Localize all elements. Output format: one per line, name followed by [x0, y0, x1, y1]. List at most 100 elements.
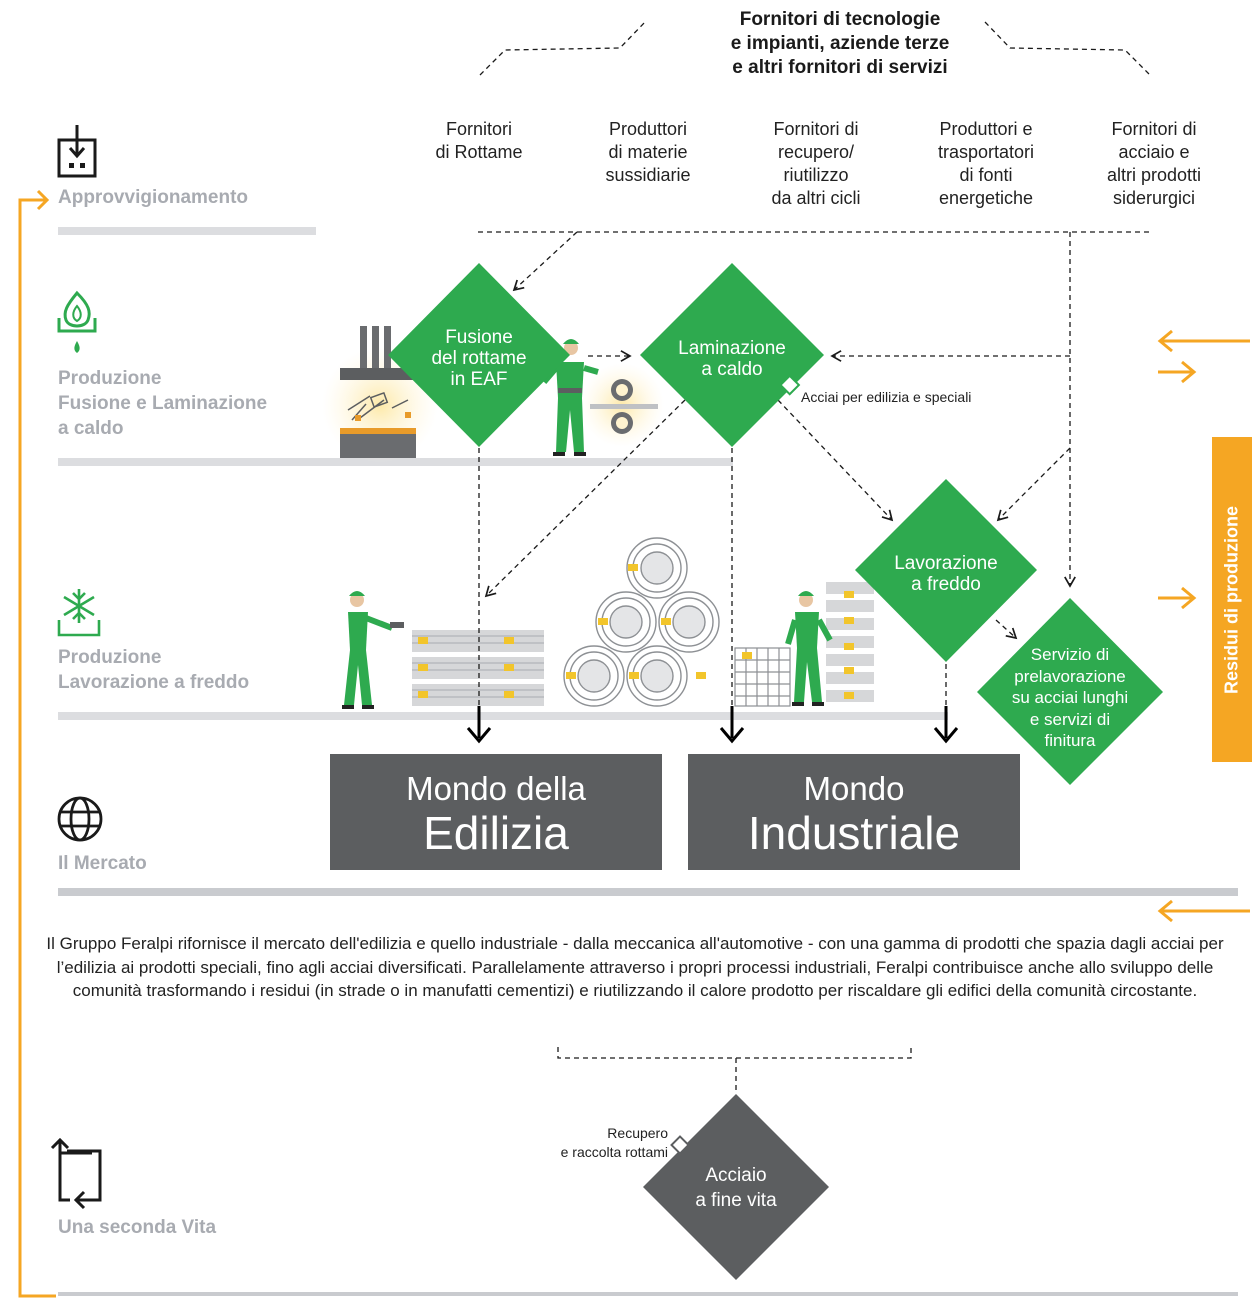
market-title-big: Industriale — [747, 807, 961, 859]
phase-line: Approvvigionamento — [58, 187, 249, 208]
supply-box-icon — [57, 125, 97, 178]
worker-illustration — [541, 339, 599, 456]
supplier-line: Produttori — [608, 119, 688, 139]
shelf-mercato — [58, 888, 1238, 896]
supplier-line: siderurgici — [1112, 188, 1196, 208]
residui-tab: Residui di produzione — [1212, 437, 1252, 762]
diamond-prelavorazione — [977, 598, 1163, 785]
process-lavorazione-freddo: Lavorazione a freddo — [876, 553, 1016, 595]
diamond-lavorazione-freddo — [855, 479, 1037, 662]
supplier-line: trasportatori — [937, 142, 1035, 162]
supplier-line: sussidiarie — [605, 165, 691, 185]
worker-spraying-illustration — [342, 591, 404, 709]
supplier-line: di Rottame — [435, 142, 523, 162]
supplier-line: riutilizzo — [783, 165, 849, 185]
supplier-line: Fornitori — [445, 119, 512, 139]
process-line: Fusione — [445, 327, 513, 348]
worker-right-illustration — [785, 591, 833, 706]
residui-label: Residui di produzione — [1221, 505, 1242, 694]
market-title-small: Mondo — [803, 770, 905, 807]
flame-drop-icon — [57, 290, 97, 353]
rollers-illustration — [580, 363, 664, 447]
market-industriale: Mondo Industriale — [688, 754, 1020, 870]
market-arrows — [466, 706, 959, 744]
phase-label-seconda-vita: Una seconda Vita — [58, 1215, 216, 1240]
phase-line: Produzione — [58, 647, 162, 668]
process-laminazione: Laminazione a caldo — [662, 338, 802, 380]
process-line: finitura — [1044, 731, 1096, 750]
shelf-freddo — [58, 712, 948, 720]
suppliers-bracket — [479, 21, 1151, 76]
supplier-fonti-energetiche: Produttori e trasportatori di fonti ener… — [901, 118, 1071, 210]
supplier-line: di fonti — [959, 165, 1013, 185]
supplier-line: altri prodotti — [1106, 165, 1202, 185]
note-recupero: Recupero e raccolta rottami — [520, 1124, 668, 1162]
phase-label-fusione: Produzione Fusione e Laminazione a caldo — [58, 366, 267, 441]
globe-icon — [57, 796, 103, 842]
description-paragraph: Il Gruppo Feralpi rifornisce il mercato … — [46, 934, 1224, 1000]
shelf-seconda-vita — [58, 1292, 1238, 1296]
supplier-line: acciaio e — [1118, 142, 1190, 162]
process-line: a fine vita — [695, 1190, 777, 1211]
supplier-line: di materie — [608, 142, 688, 162]
process-line: prelavorazione — [1014, 666, 1126, 686]
process-fine-vita: Acciaio a fine vita — [666, 1163, 806, 1213]
process-line: a caldo — [701, 359, 763, 380]
phase-line: Il Mercato — [58, 853, 147, 874]
supplier-acciaio: Fornitori di acciaio e altri prodotti si… — [1069, 118, 1239, 210]
loop-arrow-left — [18, 189, 56, 1298]
node-acciai — [779, 374, 801, 396]
market-title-small: Mondo della — [406, 770, 586, 807]
phase-line: Lavorazione a freddo — [58, 672, 250, 693]
process-line: in EAF — [450, 369, 508, 390]
supplier-materie-sussidiarie: Produttori di materie sussidiarie — [563, 118, 733, 187]
phase-label-approvvigionamento: Approvvigionamento — [58, 185, 248, 210]
phase-line: a caldo — [58, 418, 124, 439]
process-line: Servizio di — [1030, 645, 1110, 664]
note-acciai: Acciai per edilizia e speciali — [801, 389, 972, 405]
supplier-line: Fornitori di — [1111, 119, 1197, 139]
supplier-recupero: Fornitori di recupero/ riutilizzo da alt… — [731, 118, 901, 210]
process-line: Lavorazione — [894, 553, 998, 574]
title-line: e impianti, aziende terze — [730, 33, 950, 54]
cycle-arrows-icon — [50, 1137, 102, 1210]
supplier-line: Fornitori di — [773, 119, 859, 139]
title-line: Fornitori di tecnologie — [739, 9, 941, 30]
supplier-line: Produttori e — [939, 119, 1033, 139]
process-fusione: Fusione del rottame in EAF — [409, 327, 549, 390]
phase-line: Produzione — [58, 368, 162, 389]
supplier-line: energetiche — [938, 188, 1034, 208]
process-line: su acciai lunghi — [1011, 688, 1129, 707]
market-edilizia: Mondo della Edilizia — [330, 754, 662, 870]
suppliers-group-title: Fornitori di tecnologie e impianti, azie… — [680, 8, 1000, 80]
diamond-laminazione — [640, 263, 824, 447]
coil-stack-illustration — [563, 537, 720, 707]
supplier-rottame: Fornitori di Rottame — [394, 118, 564, 164]
residui-arrows — [1157, 329, 1250, 923]
phase-label-freddo: Produzione Lavorazione a freddo — [58, 645, 249, 695]
process-prelavorazione: Servizio di prelavorazione su acciai lun… — [995, 644, 1145, 752]
supplier-line: recupero/ — [777, 142, 855, 162]
snowflake-icon — [57, 589, 101, 637]
note-line: e raccolta rottami — [560, 1144, 668, 1160]
process-line: e servizi di — [1029, 709, 1111, 729]
node-recupero — [670, 1135, 690, 1155]
shelf-approvvigionamento — [58, 227, 316, 235]
mesh-panels-illustration — [734, 582, 874, 707]
process-line: Laminazione — [678, 338, 786, 359]
process-line: a freddo — [911, 574, 981, 595]
diamond-fine-vita — [643, 1094, 829, 1280]
phase-line: Una seconda Vita — [58, 1217, 217, 1238]
note-line: Recupero — [607, 1125, 668, 1141]
bar-bundles-illustration — [412, 630, 544, 706]
title-line: e altri fornitori di servizi — [732, 57, 948, 78]
process-line: del rottame — [431, 348, 527, 369]
process-line: Acciaio — [705, 1165, 767, 1186]
phase-line: Fusione e Laminazione — [58, 393, 268, 414]
supplier-line: da altri cicli — [771, 188, 861, 208]
diamond-fusione — [388, 263, 570, 447]
market-title-big: Edilizia — [423, 807, 569, 859]
flow-arrows-dashed — [478, 231, 1076, 1094]
phase-label-mercato: Il Mercato — [58, 851, 147, 876]
